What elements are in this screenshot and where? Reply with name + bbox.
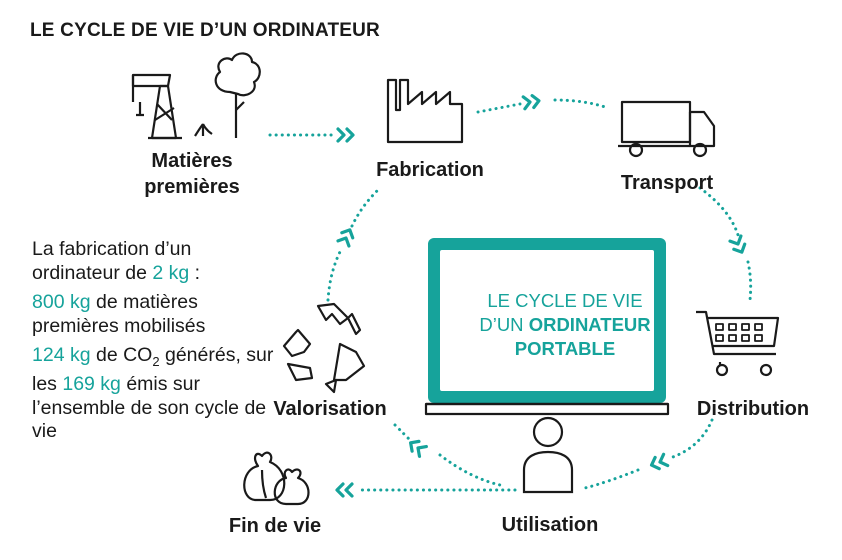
cycle-connectors: [268, 98, 753, 492]
stage-label-fin-de-vie: Fin de vie: [228, 515, 322, 537]
fact-subscript: 2: [152, 353, 160, 369]
fact-materials: 800 kg de matières premières mobilisés: [32, 291, 282, 338]
laptop-icon: [424, 238, 670, 416]
screen-line: LE CYCLE DE VIE: [487, 290, 643, 311]
stage-label-matieres-premieres: Matières premières: [122, 148, 262, 200]
laptop-screen-text: LE CYCLE DE VIE D’UN ORDINATEUR PORTABLE: [450, 289, 680, 361]
fact-text: générés, sur les: [32, 344, 274, 396]
fact-text: de matières premières mobilisés: [32, 291, 206, 337]
page-title: LE CYCLE DE VIE D’UN ORDINATEUR: [30, 20, 380, 41]
fact-value: 2 kg: [152, 261, 190, 284]
tree-icon: [214, 52, 261, 138]
stage-label-line: Matières: [151, 150, 233, 172]
fact-text: La fabrication d’un ordinateur de: [32, 238, 192, 284]
recycle-icon: [282, 302, 366, 394]
fact-value: 800 kg: [32, 291, 91, 313]
stage-label-utilisation: Utilisation: [501, 514, 599, 536]
stage-label-distribution: Distribution: [696, 398, 810, 420]
fact-text: émis sur l’ensemble de son cycle de vie: [32, 373, 267, 443]
fact-weight: La fabrication d’un ordinateur de 2 kg :: [32, 238, 282, 285]
fact-co2: 124 kg de CO2 générés, sur les 169 kg ém…: [32, 344, 282, 444]
fact-value: 169 kg: [62, 373, 121, 396]
stage-label-line: premières: [144, 176, 240, 198]
fact-text: :: [189, 261, 201, 284]
screen-line-bold: ORDINATEUR: [528, 314, 651, 335]
screen-line: D’UN: [479, 314, 529, 335]
stage-label-transport: Transport: [620, 172, 714, 194]
oil-pump-icon: [131, 73, 213, 140]
stage-label-valorisation: Valorisation: [273, 398, 387, 420]
facts-panel: La fabrication d’un ordinateur de 2 kg :…: [32, 238, 282, 450]
fact-text: de CO: [90, 344, 153, 366]
person-icon: [522, 416, 574, 494]
stage-label-fabrication: Fabrication: [376, 159, 484, 181]
fact-value: 124 kg: [32, 344, 91, 366]
truck-icon: [618, 100, 716, 158]
screen-line-bold: PORTABLE: [514, 338, 616, 359]
trash-bags-icon: [243, 451, 310, 506]
shopping-cart-icon: [696, 310, 780, 377]
factory-icon: [386, 78, 464, 144]
